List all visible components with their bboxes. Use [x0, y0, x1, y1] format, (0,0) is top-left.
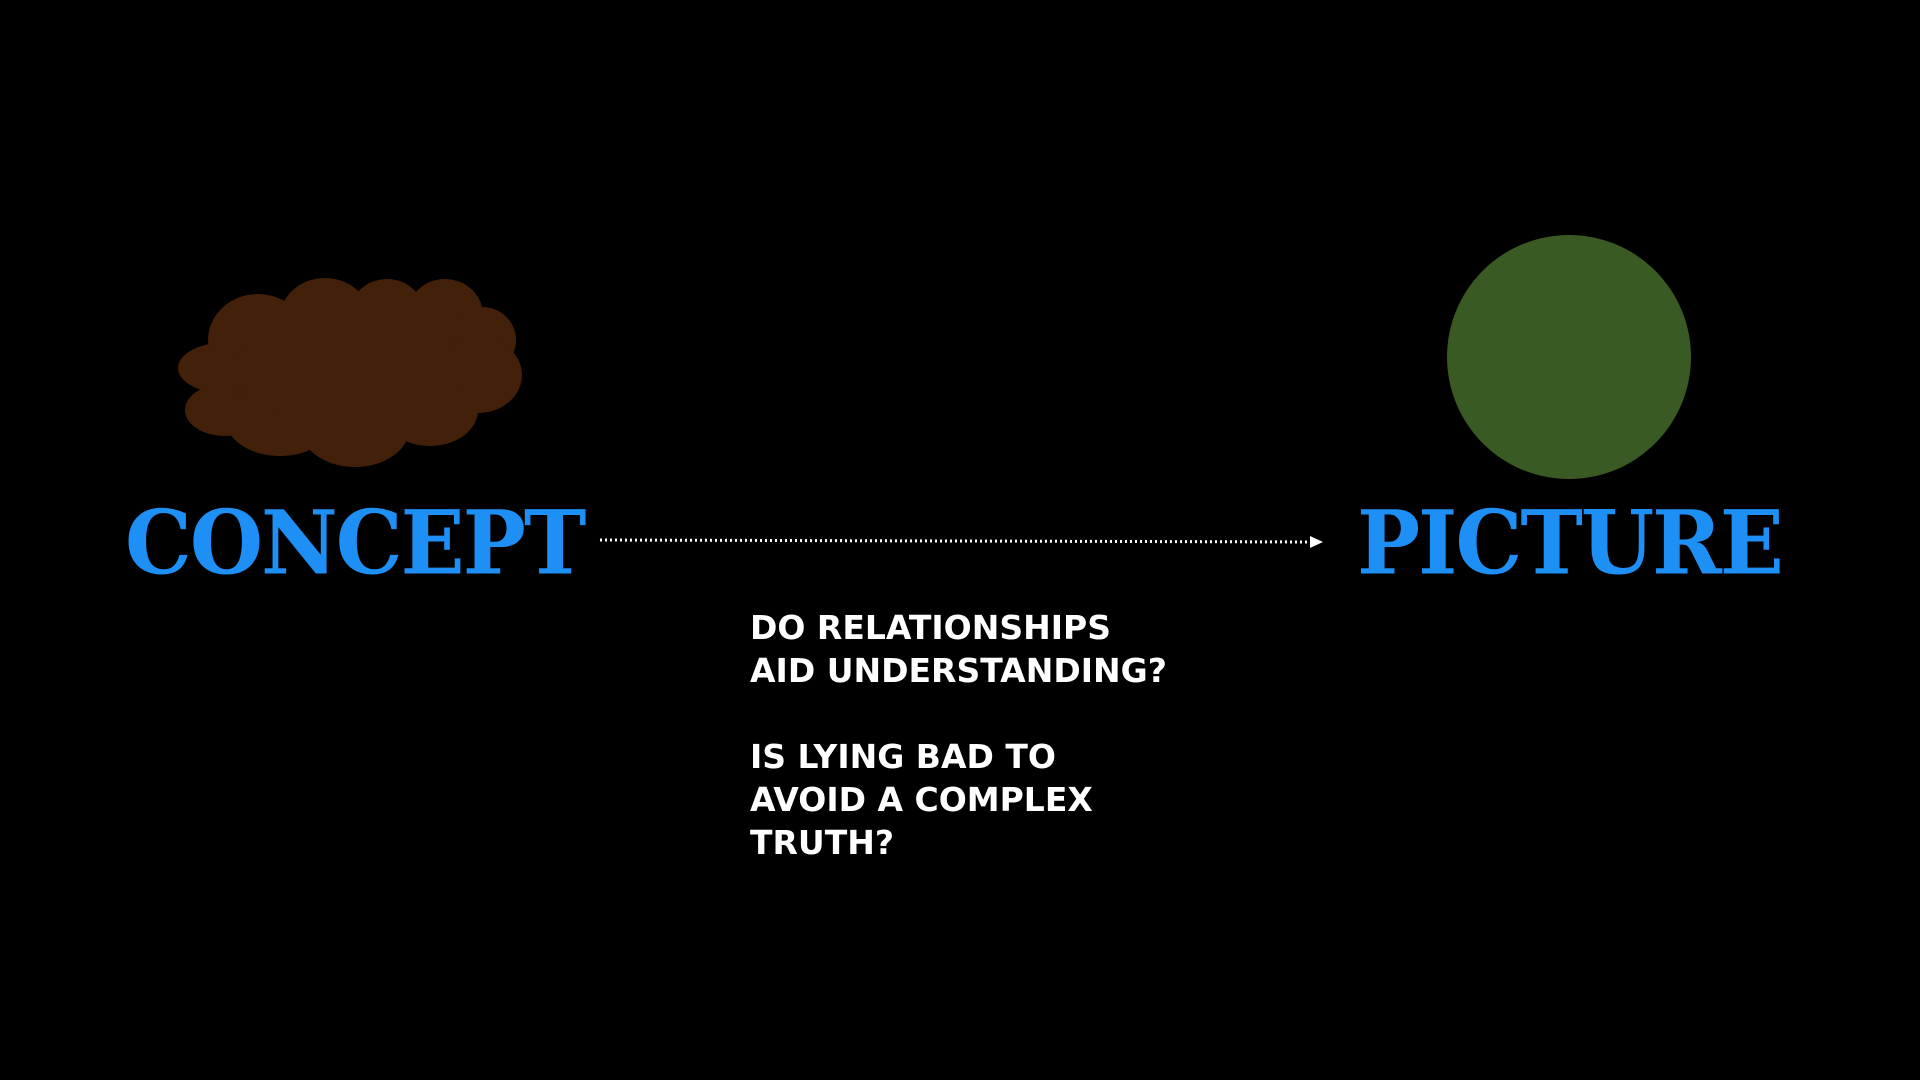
arrow-head-icon: [1310, 536, 1323, 548]
picture-label: PICTURE: [1357, 490, 1784, 595]
picture-circle-shape: [1447, 235, 1691, 479]
questions-block: DO RELATIONSHIPS AID UNDERSTANDING? IS L…: [750, 606, 1310, 907]
connector-arrow: [599, 536, 1323, 548]
concept-label: CONCEPT: [125, 490, 586, 595]
question-relationships: DO RELATIONSHIPS AID UNDERSTANDING?: [750, 608, 1167, 690]
question-lying: IS LYING BAD TO AVOID A COMPLEX TRUTH?: [750, 737, 1093, 862]
concept-cloud-shape: [178, 278, 522, 467]
